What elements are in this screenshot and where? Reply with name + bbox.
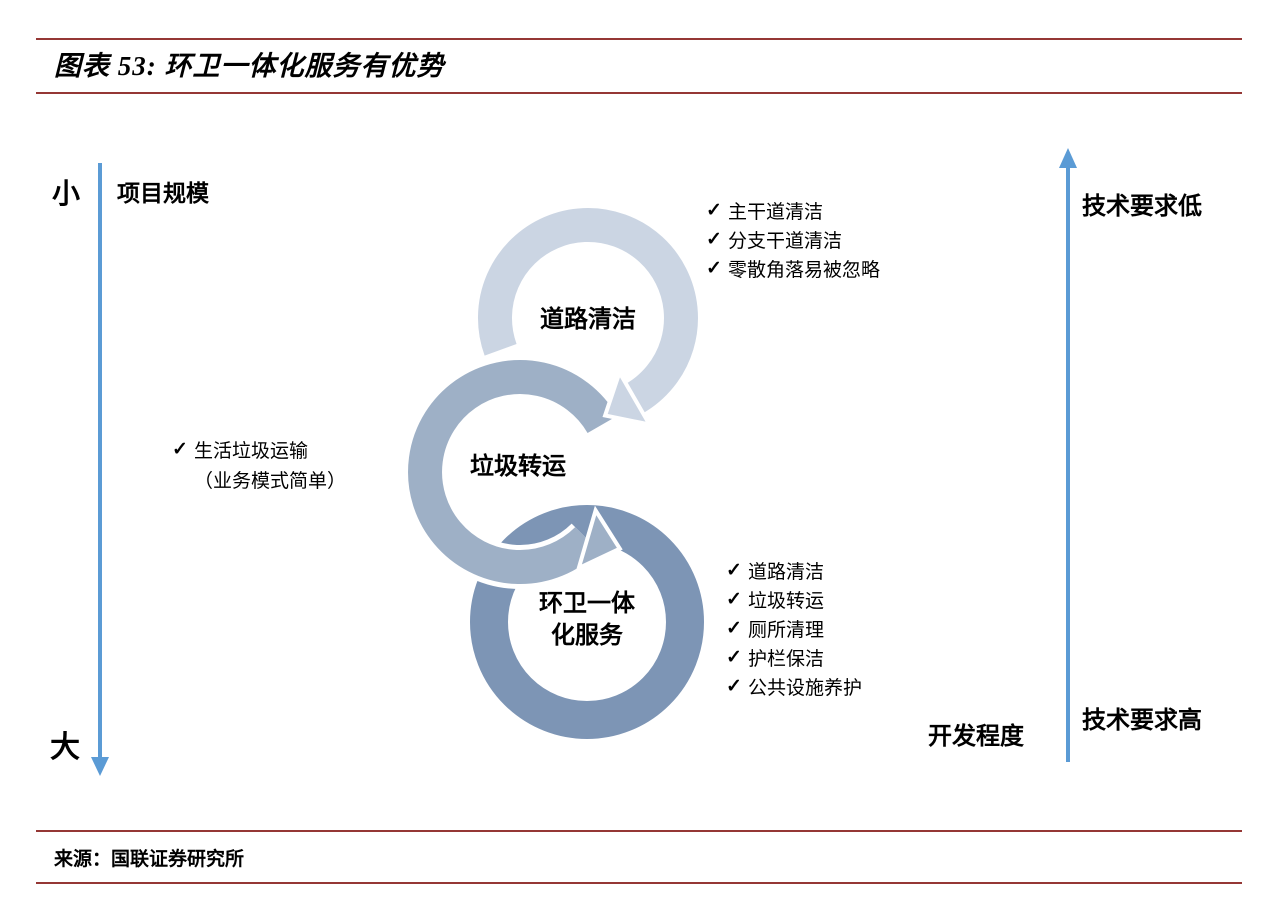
figure-title: 图表 53: 环卫一体化服务有优势 <box>54 51 445 81</box>
list-item: ✓ 道路清洁 <box>726 556 862 585</box>
road-cleaning-bullets: ✓ 主干道清洁 ✓ 分支干道清洁 ✓ 零散角落易被忽略 <box>706 196 880 283</box>
title-divider <box>36 92 1242 94</box>
integrated-service-bullets: ✓ 道路清洁 ✓ 垃圾转运 ✓ 厕所清理 ✓ 护栏保洁 ✓ 公共设施养护 <box>726 556 862 701</box>
ring-label-garbage-transfer: 垃圾转运 <box>470 454 566 480</box>
ring-label-integrated-service: 环卫一体 化服务 <box>539 588 635 652</box>
ring-label-road-cleaning: 道路清洁 <box>540 307 636 333</box>
bullet-text: 分支干道清洁 <box>728 231 843 252</box>
ring-road-cleaning <box>472 203 703 428</box>
footer-divider-bottom <box>36 882 1242 884</box>
check-icon: ✓ <box>706 229 722 250</box>
check-icon: ✓ <box>706 200 722 221</box>
bullet-text: 厕所清理 <box>748 620 825 641</box>
check-icon: ✓ <box>172 438 188 460</box>
list-item: ✓ 厕所清理 <box>726 614 862 643</box>
road-cleaning-arrowhead-icon <box>602 367 654 428</box>
bullet-text: 公共设施养护 <box>748 678 863 699</box>
ring-garbage-transfer <box>403 355 623 589</box>
check-icon: ✓ <box>726 676 742 697</box>
list-item: ✓ 垃圾转运 <box>726 585 862 614</box>
bullet-text: （业务模式简单） <box>194 470 347 492</box>
list-item: ✓ 零散角落易被忽略 <box>706 254 880 283</box>
ring-integrated-service <box>466 501 708 743</box>
left-axis-bottom-label: 大 <box>50 731 80 764</box>
list-item: ✓ 护栏保洁 <box>726 643 862 672</box>
ring-label-line-2: 化服务 <box>551 623 623 649</box>
bullet-text: 护栏保洁 <box>748 649 825 670</box>
left-axis-top-label: 小 <box>52 179 81 210</box>
left-axis-title: 项目规模 <box>117 181 209 206</box>
garbage-transfer-arrowhead-icon <box>575 505 623 572</box>
bullet-text: 道路清洁 <box>748 562 825 583</box>
footer-divider-top <box>36 830 1242 832</box>
list-item: ✓ 分支干道清洁 <box>706 225 880 254</box>
check-icon: ✓ <box>706 258 722 279</box>
right-axis-bottom-label: 技术要求高 <box>1082 708 1202 734</box>
tech-requirement-axis-arrow <box>1059 148 1077 762</box>
list-item: ✓ 公共设施养护 <box>726 672 862 701</box>
right-axis-top-label: 技术要求低 <box>1082 194 1202 220</box>
bullet-text: 垃圾转运 <box>748 591 825 612</box>
list-item: ✓ 主干道清洁 <box>706 196 880 225</box>
list-item: （业务模式简单） <box>172 464 346 494</box>
check-icon: ✓ <box>726 589 742 610</box>
source-text: 来源：国联证券研究所 <box>54 849 245 870</box>
bullet-text: 主干道清洁 <box>728 202 824 223</box>
garbage-transfer-bullets: ✓ 生活垃圾运输 （业务模式简单） <box>172 434 346 494</box>
ring-label-line-1: 环卫一体 <box>539 591 635 617</box>
bullet-text: 生活垃圾运输 <box>194 440 309 462</box>
top-divider <box>36 38 1242 40</box>
right-axis-title: 开发程度 <box>928 724 1024 750</box>
bullet-text: 零散角落易被忽略 <box>728 260 881 281</box>
check-icon: ✓ <box>726 647 742 668</box>
check-icon: ✓ <box>726 560 742 581</box>
list-item: ✓ 生活垃圾运输 <box>172 434 346 464</box>
project-scale-axis-arrow <box>91 163 109 776</box>
check-icon: ✓ <box>726 618 742 639</box>
